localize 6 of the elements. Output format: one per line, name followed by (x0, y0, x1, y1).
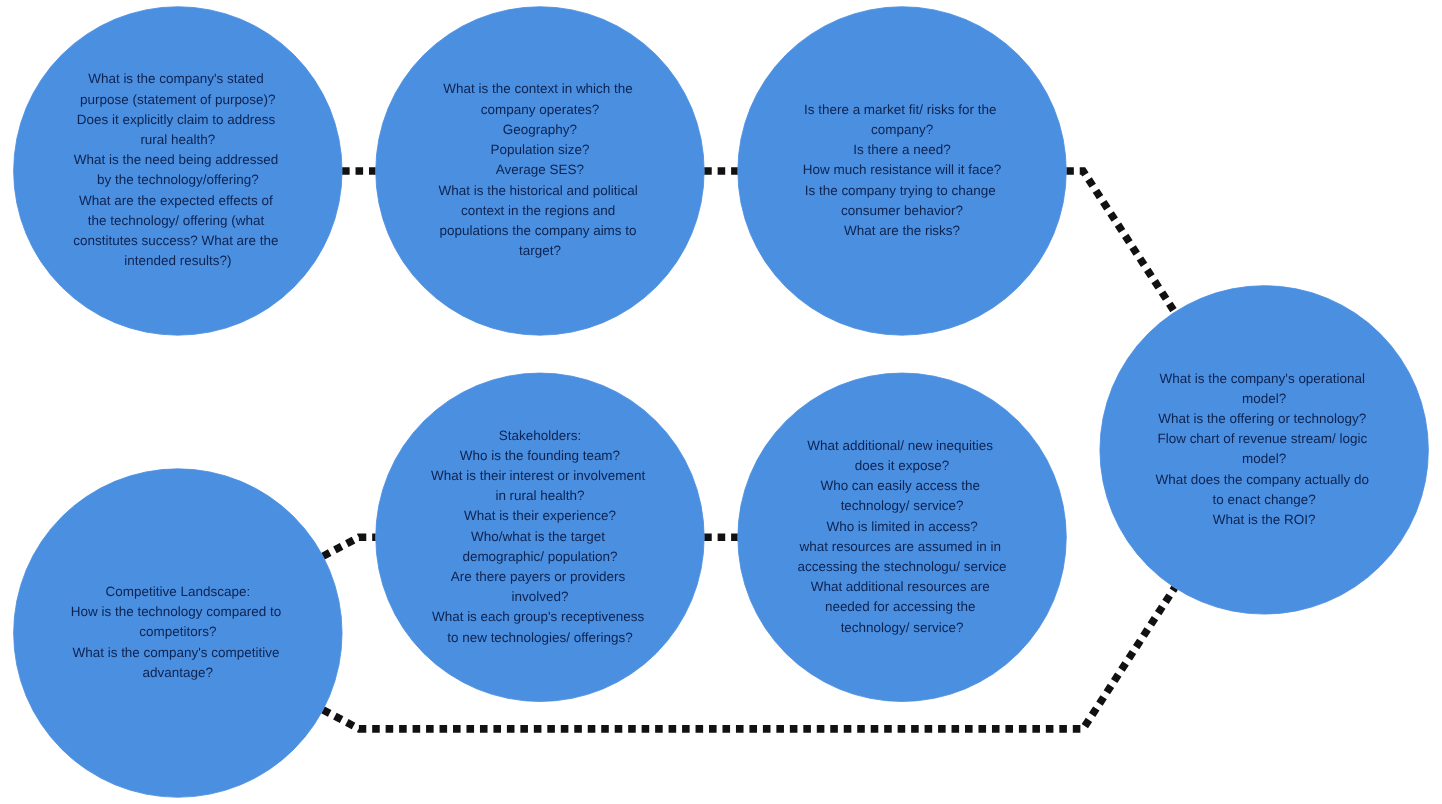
connector (342, 167, 376, 175)
connector (321, 585, 1178, 733)
connector (1066, 167, 1178, 315)
connector (704, 533, 738, 542)
connector (321, 533, 376, 560)
connector (704, 167, 738, 175)
